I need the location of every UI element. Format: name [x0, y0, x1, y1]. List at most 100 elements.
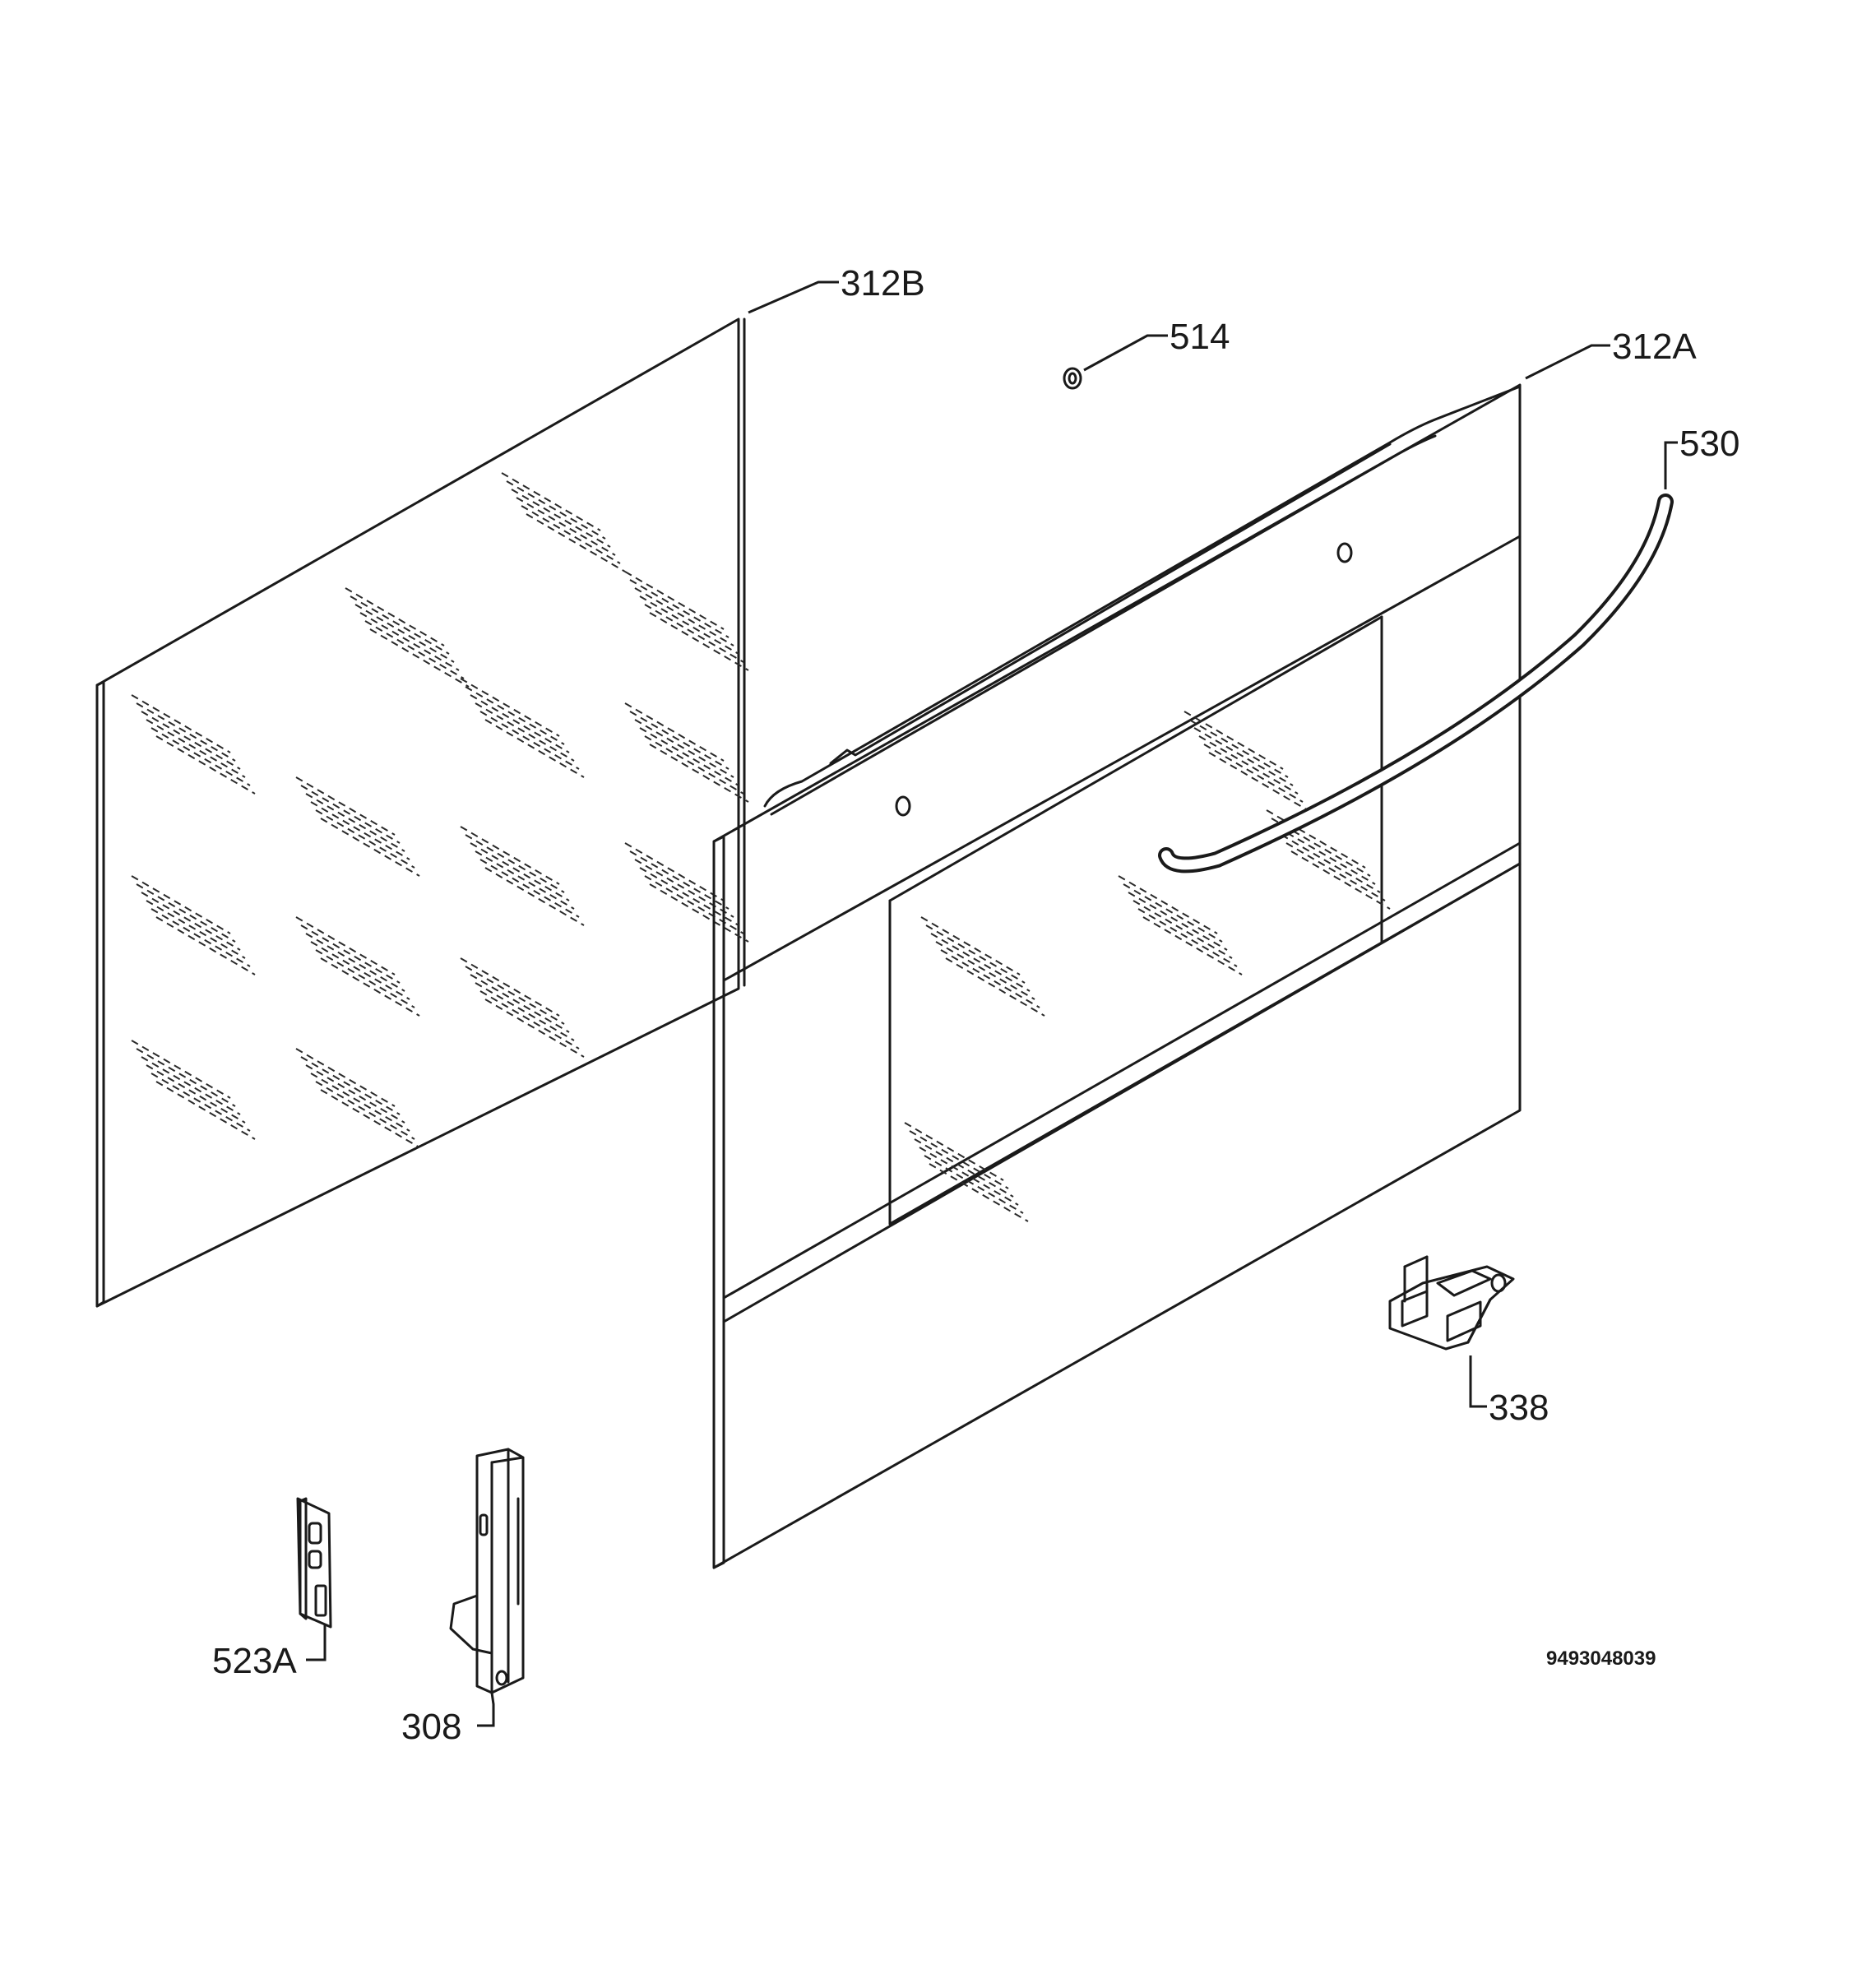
hatch-stroke — [925, 924, 1026, 984]
leader-312a — [1525, 344, 1610, 380]
hatch-stroke — [634, 587, 734, 646]
hatch-stroke — [151, 727, 251, 786]
leader-308 — [477, 1704, 495, 1727]
hatch-stroke — [460, 957, 560, 1017]
label-338: 338 — [1489, 1388, 1549, 1428]
hatch-stroke — [930, 933, 1031, 992]
hatch-stroke — [479, 990, 580, 1050]
hatch-stroke — [914, 1138, 1014, 1198]
hatch-stroke — [629, 579, 730, 638]
hatch-stroke — [624, 571, 725, 630]
hatch-stroke — [310, 941, 410, 1000]
hatch-stroke — [649, 612, 749, 671]
hatch-stroke — [151, 908, 251, 967]
hatch-stroke — [359, 612, 460, 671]
hatch-stroke — [369, 628, 470, 688]
hatch-stroke — [310, 801, 410, 860]
hatch-stroke — [354, 604, 455, 663]
hatch-stroke — [465, 834, 565, 893]
part-312a-door-panel[interactable] — [712, 383, 1522, 1569]
hatch-stroke — [305, 933, 405, 992]
label-514: 514 — [1170, 317, 1230, 357]
hatch-stroke — [305, 1064, 405, 1124]
hatch-stroke — [146, 900, 246, 959]
leader-312b — [748, 280, 839, 314]
hatch-stroke — [639, 595, 739, 655]
hatch-stroke — [141, 711, 241, 770]
hatch-stroke — [131, 694, 231, 753]
label-308: 308 — [401, 1707, 461, 1747]
drawing-number: 9493048039 — [1546, 1647, 1656, 1670]
hatch-stroke — [511, 489, 611, 548]
hatch-stroke — [935, 941, 1035, 1000]
hatch-stroke — [929, 1163, 1029, 1222]
hatch-stroke — [639, 867, 739, 926]
part-514-screw[interactable] — [1063, 367, 1082, 390]
hatch-stroke — [300, 785, 401, 844]
label-523a: 523A — [212, 1641, 297, 1681]
hatch-stroke — [295, 776, 396, 836]
hatch-stroke — [136, 1048, 236, 1107]
hatch-stroke — [470, 694, 570, 753]
hatch-stroke — [460, 678, 560, 737]
hatch-stroke — [1137, 908, 1238, 967]
hatch-stroke — [1133, 900, 1233, 959]
part-308-hinge-arm[interactable] — [449, 1448, 525, 1706]
hatch-stroke — [624, 842, 725, 901]
hatch-stroke — [155, 735, 256, 795]
hatch-stroke — [300, 1056, 401, 1115]
leader-530 — [1664, 441, 1678, 489]
hatch-stroke — [920, 916, 1021, 975]
hatch-stroke — [320, 1089, 420, 1148]
hatch-stroke — [1142, 916, 1243, 975]
hatch-stroke — [924, 1155, 1024, 1214]
hatch-stroke — [945, 957, 1045, 1017]
hatch-stroke — [310, 1073, 410, 1132]
hatch-stroke — [1193, 727, 1294, 786]
hatch-stroke — [629, 711, 730, 770]
door-glass-reflection-hatching — [904, 711, 1391, 1222]
hatch-stroke — [131, 875, 231, 934]
hatch-stroke — [516, 497, 616, 556]
hatch-stroke — [151, 1073, 251, 1132]
hatch-stroke — [475, 850, 575, 910]
hatch-stroke — [475, 982, 575, 1041]
hatch-stroke — [1281, 834, 1381, 893]
hatch-stroke — [1285, 842, 1386, 901]
hatch-stroke — [634, 859, 734, 918]
hatch-stroke — [305, 793, 405, 852]
hatch-stroke — [136, 883, 236, 943]
part-338-hinge-bracket[interactable] — [1388, 1255, 1515, 1351]
leader-338 — [1469, 1355, 1487, 1408]
hatch-stroke — [470, 974, 570, 1033]
hatch-stroke — [146, 1064, 246, 1124]
hatch-stroke — [919, 1147, 1019, 1206]
hatch-stroke — [295, 916, 396, 975]
hatch-stroke — [940, 949, 1040, 1008]
hatch-stroke — [649, 883, 749, 943]
hatch-stroke — [1123, 883, 1223, 943]
hatch-stroke — [634, 719, 734, 778]
label-312a: 312A — [1612, 327, 1697, 367]
hatch-stroke — [315, 949, 415, 1008]
hatch-stroke — [315, 809, 415, 869]
hatch-stroke — [345, 587, 445, 646]
leader-514 — [1083, 334, 1168, 372]
hatch-stroke — [1276, 826, 1376, 885]
hatch-stroke — [141, 892, 241, 951]
part-523a-latch-cover[interactable] — [296, 1497, 332, 1629]
hatch-stroke — [155, 1081, 256, 1140]
leader-523a — [306, 1624, 327, 1661]
glass-reflection-hatching — [131, 472, 749, 1148]
part-530-door-gasket[interactable] — [1158, 494, 1674, 873]
hatch-stroke — [320, 957, 420, 1017]
hatch-stroke — [649, 744, 749, 803]
hatch-stroke — [350, 595, 450, 655]
part-312b-glass-panel[interactable] — [95, 317, 749, 1308]
hatch-stroke — [141, 1056, 241, 1115]
hatch-stroke — [484, 999, 585, 1058]
hatch-stroke — [146, 719, 246, 778]
hatch-stroke — [295, 1048, 396, 1107]
hatch-stroke — [315, 1081, 415, 1140]
hatch-stroke — [644, 735, 744, 795]
